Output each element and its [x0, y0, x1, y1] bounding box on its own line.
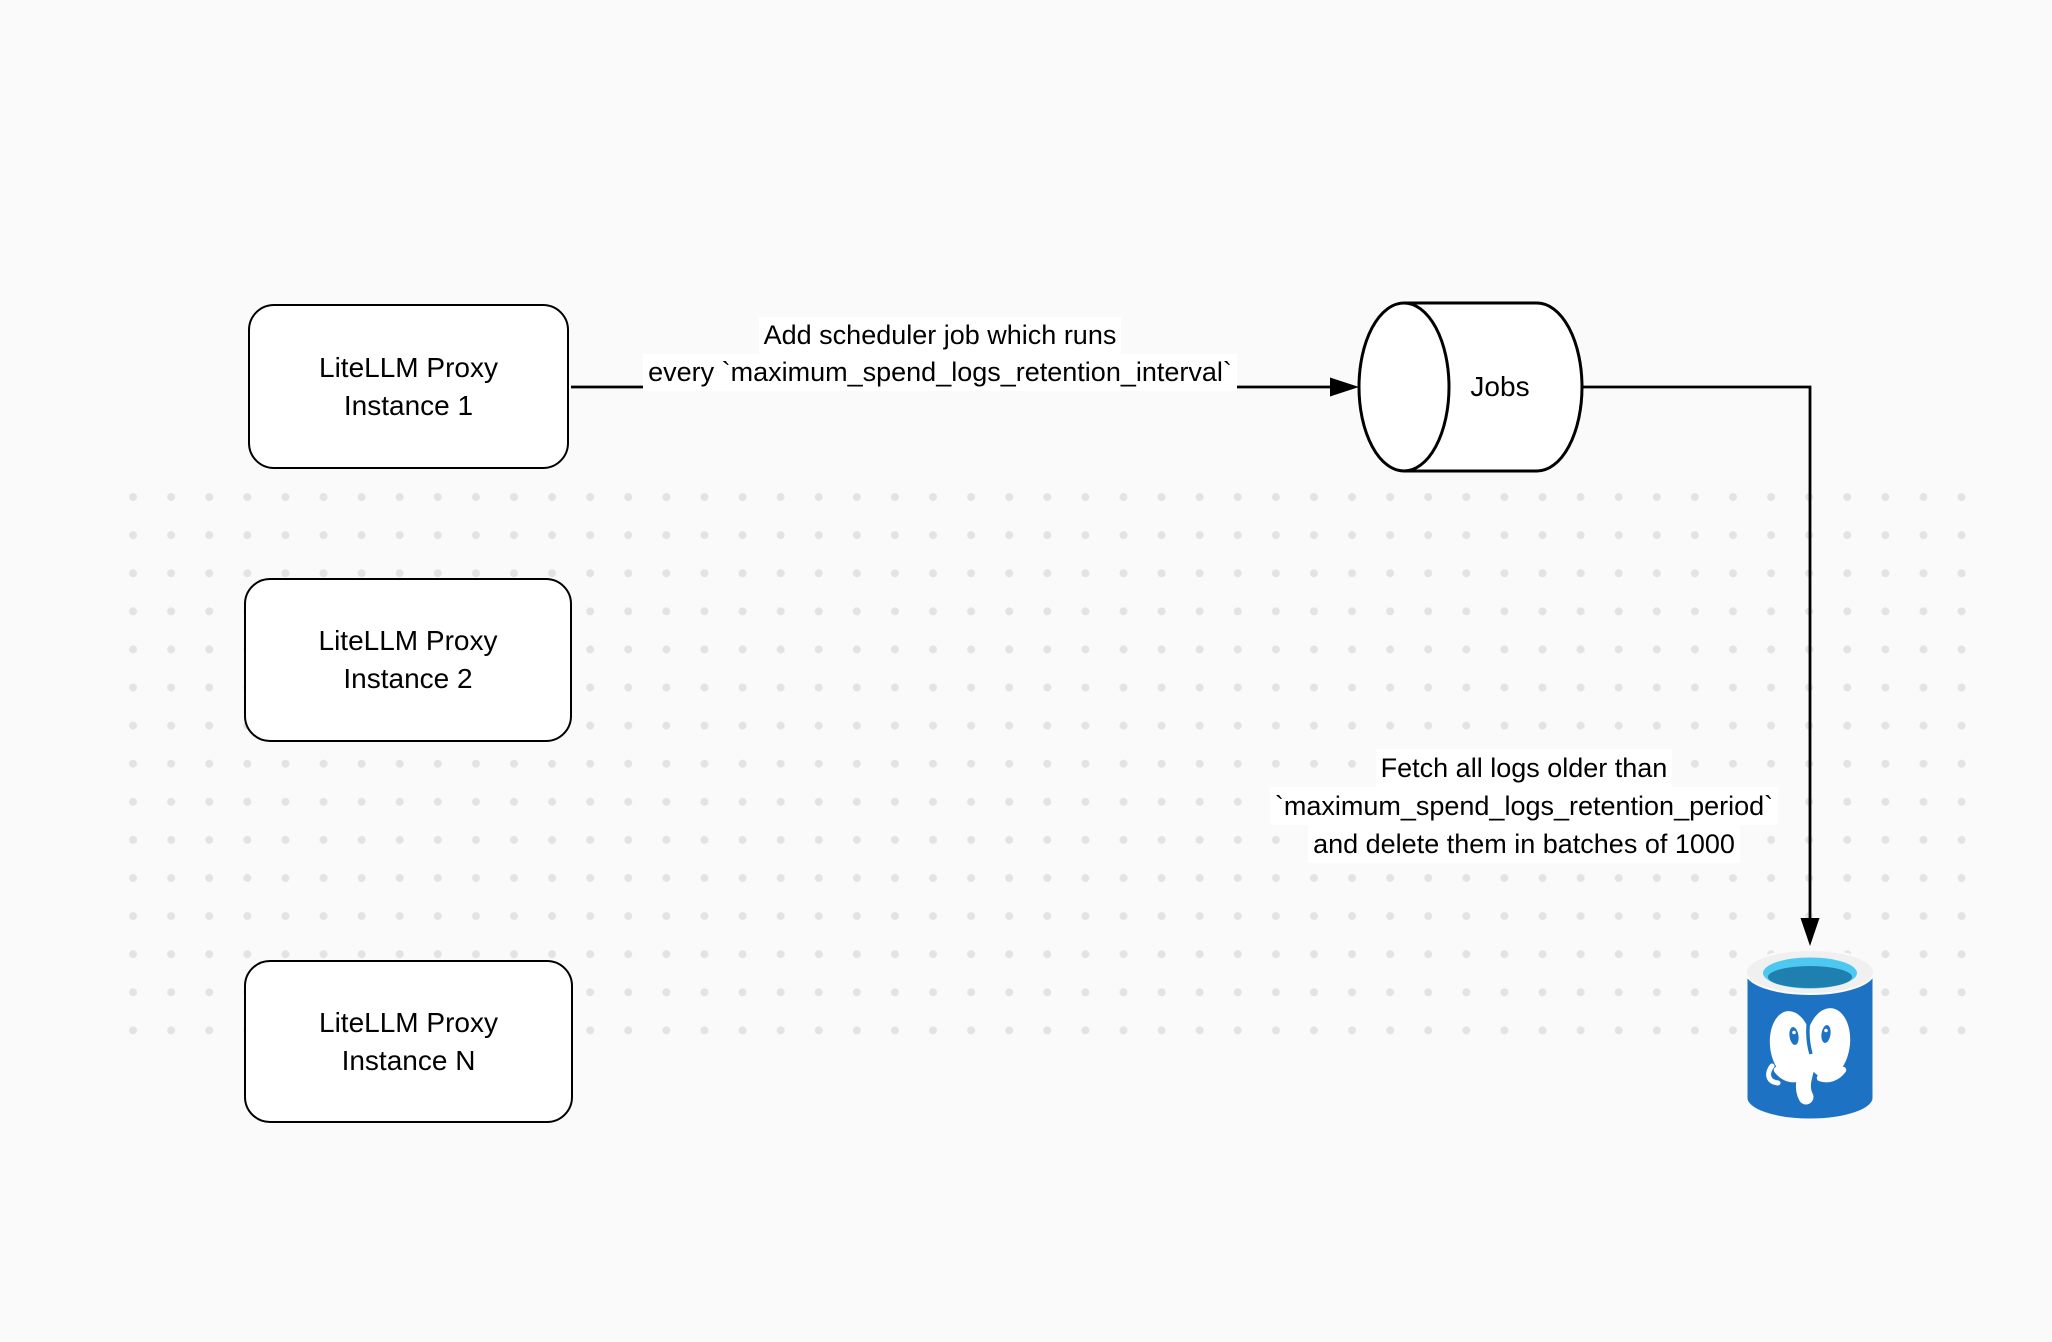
edge-label-scheduler: Add scheduler job which runs every `maxi…	[590, 317, 1290, 391]
arrowhead-down-icon	[1800, 918, 1820, 946]
edge-cleanup-arrow	[1582, 385, 1820, 946]
arrowhead-right-icon	[1330, 377, 1359, 397]
edge-label-text: and delete them in batches of 1000	[1308, 825, 1740, 863]
node-jobs-label: Jobs	[1470, 371, 1530, 402]
node-litellm-proxy-instance-n: LiteLLM Proxy Instance N	[244, 960, 573, 1123]
edge-label-line: every `maximum_spend_logs_retention_inte…	[590, 354, 1290, 391]
edge-label-line: and delete them in batches of 1000	[1174, 825, 1874, 863]
node-label-line: LiteLLM Proxy	[319, 1006, 498, 1038]
jobs-cylinder-cap	[1357, 301, 1451, 473]
node-litellm-proxy-instance-1: LiteLLM Proxy Instance 1	[248, 304, 569, 469]
edge-label-text: `maximum_spend_logs_retention_period`	[1269, 787, 1779, 825]
node-litellm-proxy-instance-2: LiteLLM Proxy Instance 2	[244, 578, 572, 742]
node-jobs-cylinder	[1357, 301, 1584, 473]
node-label-line: Instance N	[341, 1044, 476, 1076]
edge-cleanup-line	[1582, 385, 1812, 918]
edge-label-line: Add scheduler job which runs	[590, 317, 1290, 354]
edge-label-text: Add scheduler job which runs	[758, 317, 1122, 354]
edge-label-line: Fetch all logs older than	[1174, 749, 1874, 787]
edge-label-text: every `maximum_spend_logs_retention_inte…	[643, 354, 1237, 391]
edge-label-line: `maximum_spend_logs_retention_period`	[1174, 787, 1874, 825]
jobs-cylinder-body	[1404, 301, 1584, 473]
edge-label-text: Fetch all logs older than	[1375, 749, 1673, 787]
edge-label-cleanup: Fetch all logs older than `maximum_spend…	[1174, 749, 1874, 863]
postgres-water-shadow	[1768, 966, 1852, 988]
postgres-elephant-icon	[1766, 1008, 1851, 1105]
postgres-database-icon	[1744, 949, 1876, 1122]
node-label-line: Instance 2	[343, 663, 473, 694]
node-label-line: LiteLLM Proxy	[319, 351, 498, 383]
node-label-line: LiteLLM Proxy	[318, 625, 498, 656]
node-label-line: Instance 1	[343, 389, 474, 421]
